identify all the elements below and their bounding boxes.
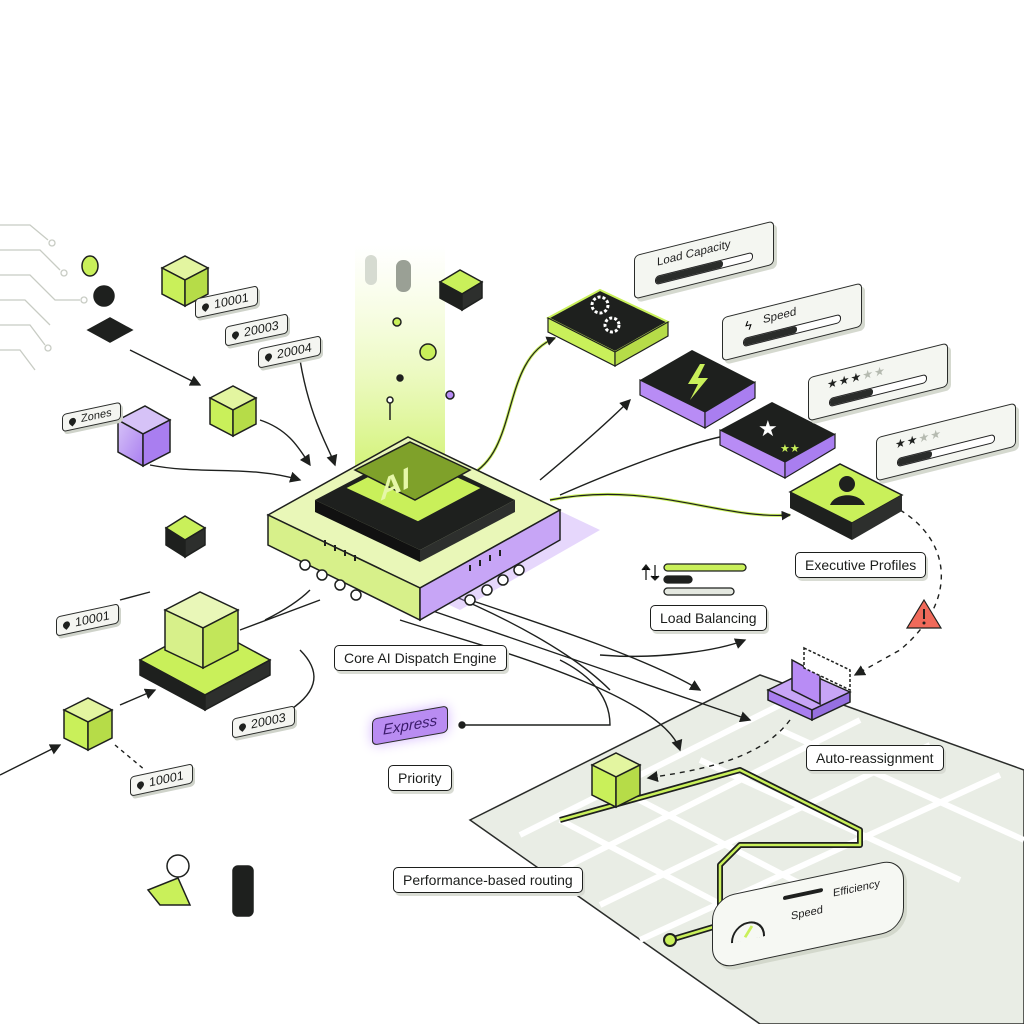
load-balancing-graphic xyxy=(642,564,746,595)
star-icon: ★ xyxy=(919,429,931,446)
map-pin-icon xyxy=(231,330,241,340)
auto-reassignment-label: Auto-reassignment xyxy=(806,745,944,771)
speed-bar xyxy=(783,888,823,901)
map-pin-icon xyxy=(68,416,78,426)
star-icon: ★ xyxy=(827,375,839,392)
svg-text:★★: ★★ xyxy=(780,442,800,455)
rating-fill xyxy=(898,451,932,466)
priority-label: Priority xyxy=(388,765,452,791)
rating-fill xyxy=(830,388,873,406)
speed-panel-label: Speed xyxy=(791,904,823,923)
performance-routing-label: Performance-based routing xyxy=(393,867,583,893)
city-map xyxy=(470,675,1024,1024)
star-icon: ★ xyxy=(851,369,863,386)
star-icon: ★ xyxy=(930,426,942,443)
svg-text:★: ★ xyxy=(758,417,778,442)
star-icon: ★ xyxy=(895,435,907,452)
map-pin-icon xyxy=(62,620,72,630)
efficiency-label: Efficiency xyxy=(833,878,880,900)
circuit-lines xyxy=(0,225,87,370)
executive-profiles-label: Executive Profiles xyxy=(795,552,926,578)
star-icon: ★ xyxy=(839,372,851,389)
map-pin-icon xyxy=(201,302,211,312)
star-icon: ★ xyxy=(907,432,919,449)
star-icon: ★ xyxy=(874,363,886,380)
engine-label: Core AI Dispatch Engine xyxy=(334,645,507,671)
map-pin-icon xyxy=(136,780,146,790)
load-balancing-label: Load Balancing xyxy=(650,605,767,631)
speed-label: Speed xyxy=(763,306,796,326)
lightning-icon xyxy=(640,350,755,428)
package-platform xyxy=(140,592,270,710)
map-pin-icon xyxy=(238,722,248,732)
core-ai-engine[interactable] xyxy=(268,437,600,620)
lightning-icon: ϟ xyxy=(745,317,752,334)
gear-icon xyxy=(548,290,668,366)
map-pin-icon xyxy=(264,352,274,362)
star-icon: ★ xyxy=(862,366,874,383)
